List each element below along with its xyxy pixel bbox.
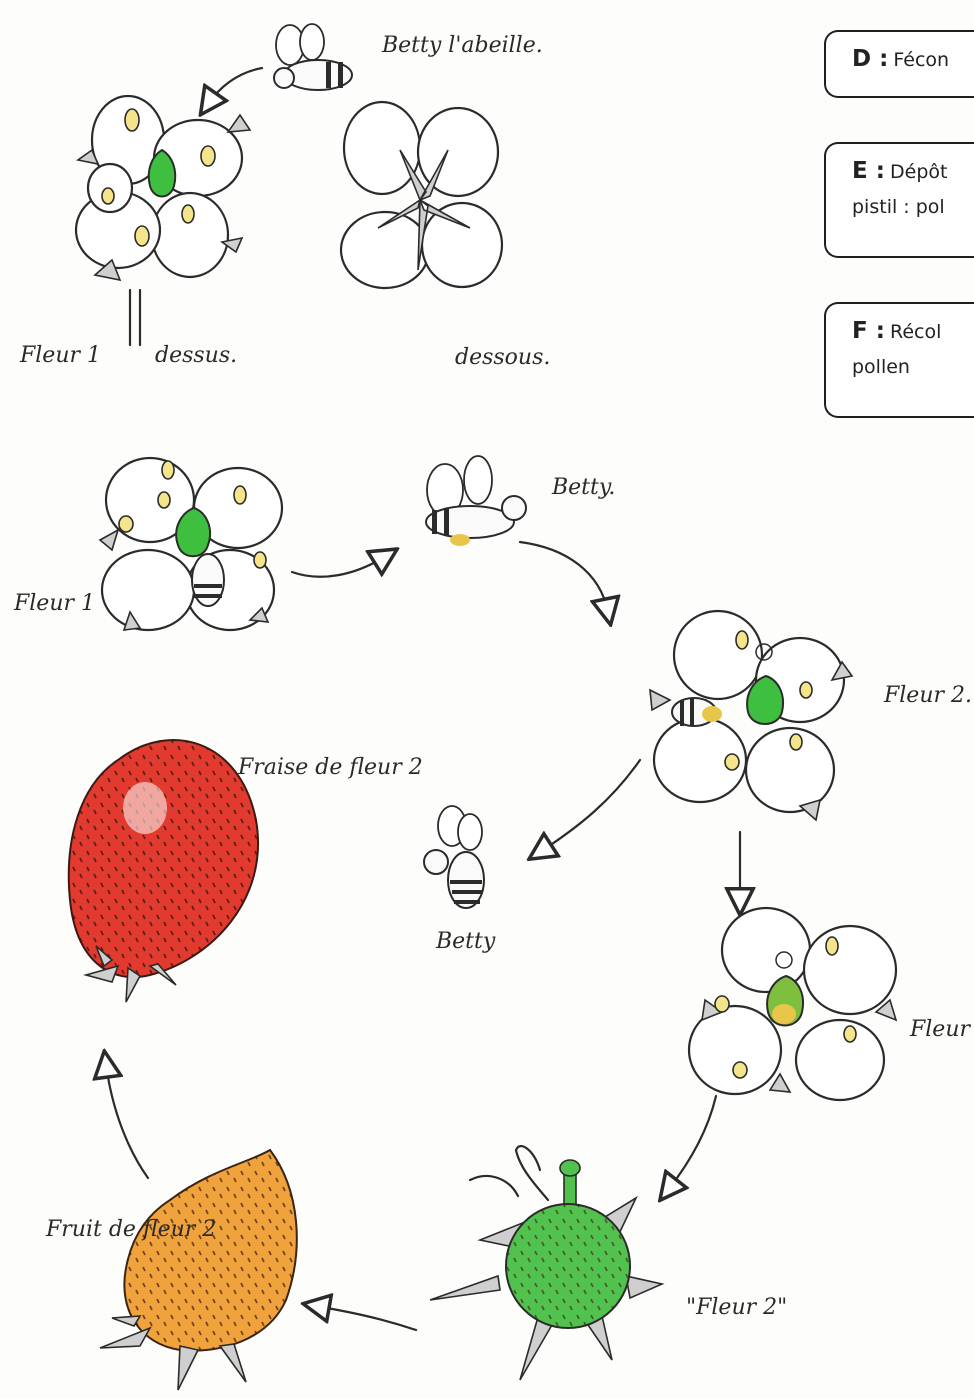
- green-fruit-flower-2: [430, 1146, 662, 1380]
- orange-fruit: [100, 1150, 297, 1390]
- flower-underside: [341, 102, 502, 288]
- strawberry-ripe: [69, 740, 258, 1002]
- arrow-flower1-to-betty: [292, 556, 386, 577]
- label-bee-intro: Betty l'abeille.: [381, 33, 543, 58]
- arrow-flower2-to-betty-leaving: [540, 760, 640, 852]
- card-f-text: Récol: [890, 321, 941, 343]
- card-d: D : Fécon: [824, 30, 974, 98]
- bee-top: [274, 24, 352, 90]
- label-fraise: Fraise de fleur 2: [237, 755, 423, 780]
- arrow-green-to-orange-fruit: [316, 1306, 416, 1330]
- label-fleur2-quoted: "Fleur 2": [686, 1295, 787, 1320]
- label-dessous: dessous.: [455, 345, 550, 370]
- arrow-betty-to-flower2: [520, 542, 608, 612]
- flower-2-with-bee: [650, 611, 852, 820]
- arrow-bee-to-flower1: [208, 68, 262, 104]
- label-dessus: dessus.: [155, 343, 237, 368]
- card-e: E : Dépôt pistil : pol: [824, 142, 974, 258]
- card-d-text: Fécon: [893, 49, 949, 71]
- card-e-text: Dépôt: [890, 161, 947, 183]
- arrow-flower2-to-green-fruit: [668, 1096, 716, 1190]
- bee-betty-flying: [426, 456, 526, 546]
- label-fleur1-mid: Fleur 1: [13, 591, 95, 616]
- card-f: F : Récol pollen: [824, 302, 974, 418]
- card-e-continuation: pistil : pol: [852, 190, 974, 224]
- card-f-continuation: pollen: [852, 350, 974, 384]
- label-betty-flying: Betty.: [551, 475, 615, 500]
- flower-2-pollinated: [689, 908, 896, 1100]
- flower-1-with-bee: [100, 458, 282, 630]
- label-fleur1-top: Fleur 1: [19, 343, 101, 368]
- bee-betty-leaving: [424, 806, 484, 908]
- card-e-letter: E :: [852, 158, 885, 184]
- arrow-orange-to-strawberry: [106, 1064, 148, 1178]
- card-f-letter: F :: [852, 318, 885, 344]
- card-d-letter: D :: [852, 46, 888, 72]
- flower-1-top: [76, 96, 250, 345]
- label-fleur2-a: Fleur 2.: [883, 683, 972, 708]
- label-betty-leaving: Betty: [435, 929, 496, 954]
- label-fleur2-b: Fleur 2: [909, 1017, 974, 1042]
- label-fruit: Fruit de fleur 2: [45, 1217, 216, 1242]
